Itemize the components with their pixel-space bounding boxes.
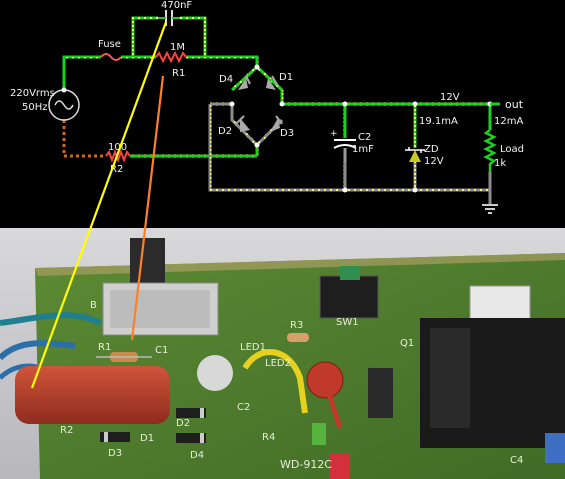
silk-led2: LED2 bbox=[265, 358, 291, 369]
resistor-r3-body bbox=[287, 333, 309, 342]
zd-current-label: 19.1mA bbox=[419, 116, 458, 127]
circuit-schematic: 220Vrms 50Hz Fuse 470nF 1M R1 100 R2 D4 … bbox=[0, 0, 565, 228]
load-current-label: 12mA bbox=[494, 116, 523, 127]
transformer-winding bbox=[430, 328, 470, 428]
silk-d4: D4 bbox=[190, 450, 204, 461]
c2-label: C2 bbox=[358, 132, 371, 143]
wire bbox=[255, 65, 284, 92]
slide-switch-face bbox=[110, 290, 210, 328]
c2-plus-sign: + bbox=[330, 129, 338, 139]
silk-d2: D2 bbox=[176, 418, 190, 429]
load-label: Load bbox=[500, 144, 524, 155]
silk-sw1: SW1 bbox=[336, 317, 359, 328]
bridge-rectifier bbox=[229, 64, 285, 148]
d4-label: D4 bbox=[219, 74, 233, 85]
silk-c2: C2 bbox=[237, 402, 250, 413]
silk-d1: D1 bbox=[140, 433, 154, 444]
mounting-hole bbox=[197, 355, 233, 391]
silk-r4: R4 bbox=[262, 432, 275, 443]
silk-model: WD-912C bbox=[280, 458, 332, 471]
diode-d4-icon bbox=[238, 75, 251, 90]
ground-icon bbox=[482, 204, 498, 214]
led-lead-red bbox=[322, 377, 343, 429]
push-switch-sw1 bbox=[319, 275, 379, 319]
d2-label: D2 bbox=[218, 126, 232, 137]
silk-r1: R1 bbox=[98, 342, 111, 353]
out-label: out bbox=[505, 98, 524, 111]
wire bbox=[280, 90, 492, 130]
zd-voltage-label: 12V bbox=[424, 156, 444, 167]
d1-label: D1 bbox=[279, 72, 293, 83]
silk-r2: R2 bbox=[60, 425, 73, 436]
rail-voltage-label: 12V bbox=[440, 92, 460, 103]
blue-capacitor bbox=[545, 433, 565, 463]
silk-c4: C4 bbox=[510, 455, 523, 466]
source-voltage-label: 220Vrms bbox=[10, 88, 55, 99]
silk-c1: C1 bbox=[155, 345, 168, 356]
load-resistor bbox=[483, 129, 497, 172]
r2-label: R2 bbox=[110, 164, 123, 175]
silk-q1: Q1 bbox=[400, 338, 414, 349]
silk-led1: LED1 bbox=[240, 342, 266, 353]
transistor-q1 bbox=[368, 368, 393, 418]
silk-d3: D3 bbox=[108, 448, 122, 459]
rectifier-diodes bbox=[100, 408, 206, 443]
zd-label: ZD bbox=[424, 144, 439, 155]
pcb-photo: B R1 C1 SW1 R3 Q1 LED1 LED2 C2 R4 R2 D2 … bbox=[0, 228, 565, 479]
x2-film-capacitor bbox=[15, 366, 170, 424]
c2-value-label: 1mF bbox=[352, 144, 374, 155]
push-switch-cap bbox=[340, 266, 360, 280]
r2-value-label: 100 bbox=[108, 142, 127, 153]
source-frequency-label: 50Hz bbox=[22, 102, 48, 113]
diode-d1-icon bbox=[266, 75, 279, 90]
zener-diode-icon bbox=[405, 147, 425, 162]
led-lead-yellow bbox=[242, 349, 308, 414]
capacitor-c2 bbox=[333, 139, 357, 162]
wire-group-ground bbox=[208, 104, 492, 205]
diode-d2-icon bbox=[235, 115, 250, 132]
r1-label: R1 bbox=[172, 68, 185, 79]
silk-r3: R3 bbox=[290, 320, 303, 331]
load-value-label: 1k bbox=[494, 158, 506, 169]
fuse-label: Fuse bbox=[98, 39, 121, 50]
c1-value-label: 470nF bbox=[161, 0, 192, 11]
led-green bbox=[312, 423, 326, 445]
wire bbox=[210, 102, 259, 147]
wire bbox=[226, 55, 259, 67]
r1-value-label: 1M bbox=[170, 42, 185, 53]
wire bbox=[230, 65, 259, 92]
diode-d3-icon bbox=[270, 115, 283, 132]
wire bbox=[208, 104, 492, 205]
pcb-edge bbox=[35, 253, 565, 276]
silk-b: B bbox=[90, 300, 97, 311]
led-red-2 bbox=[330, 453, 350, 479]
d3-label: D3 bbox=[280, 128, 294, 139]
wire bbox=[180, 16, 226, 59]
